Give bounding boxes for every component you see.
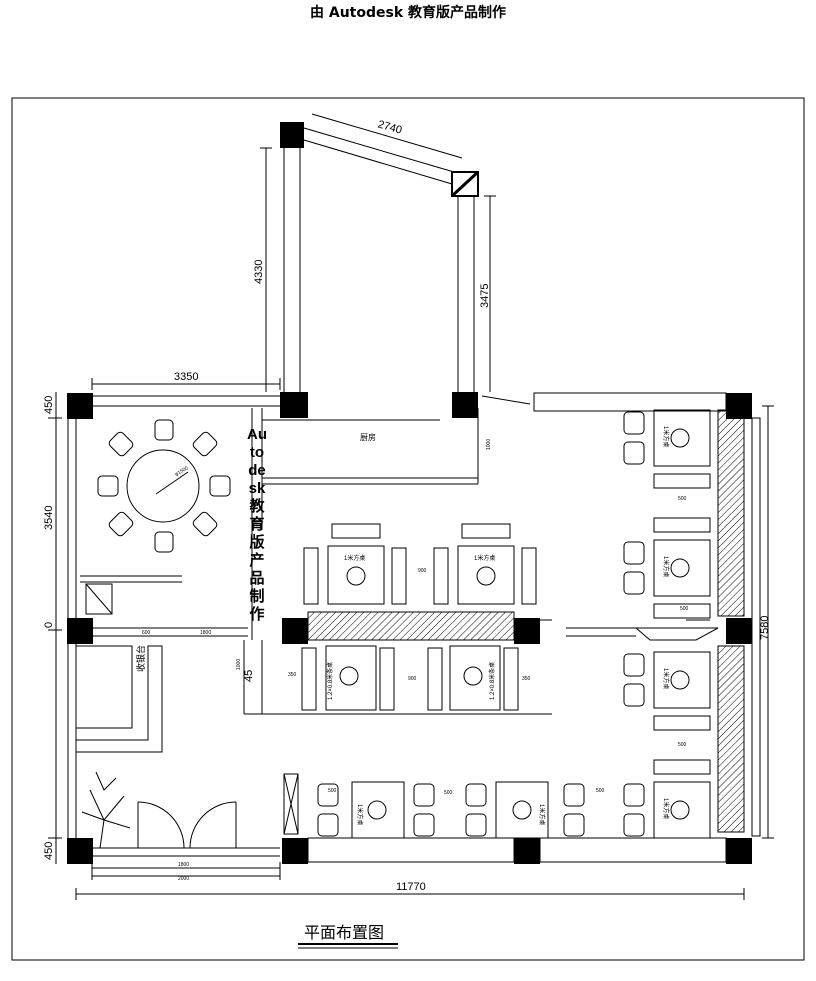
dim-aisle-2: 900: [408, 676, 417, 682]
table-label: 1米方桌: [662, 668, 670, 689]
cashier-counter: [76, 575, 182, 753]
watermark-vertical: Autodesk教育版产品制作: [247, 426, 267, 623]
round-dining-table: [97, 419, 231, 553]
dim-right-small-3: 500: [678, 496, 687, 502]
columns: [67, 122, 752, 864]
booth-label: 1.2×0.8米条桌: [326, 662, 334, 700]
dim-left-segment-bottom: 450: [43, 842, 55, 860]
room-label-kitchen: 厨房: [360, 432, 376, 442]
dim-side-small-1: 350: [288, 672, 297, 678]
dim-side-small-2: 350: [522, 676, 531, 682]
dim-left-stair: 1000: [236, 659, 242, 670]
dim-right-small-1: 500: [680, 606, 689, 612]
booth-label: 1.2×0.8米条桌: [488, 662, 496, 700]
glass-partition: [634, 619, 719, 641]
chairs: [301, 411, 711, 837]
dim-counter-b: 1800: [200, 630, 211, 636]
angled-column-diagonal: [450, 170, 480, 198]
table-label: 1米方桌: [356, 804, 364, 825]
entrance-doors: [137, 773, 299, 849]
dim-misc-45: 45: [243, 670, 255, 682]
room-label-cashier: 收银台: [135, 645, 146, 672]
walls: [67, 127, 761, 863]
dim-kitchen-left: 4330: [253, 260, 265, 284]
dim-left-segment-top: 450: [43, 396, 55, 414]
square-tables: [325, 409, 711, 839]
dim-kitchen-right: 3475: [479, 284, 491, 308]
table-label: 1米方桌: [662, 798, 670, 819]
drawing-frame: [11, 97, 805, 961]
table-label: 1米方桌: [662, 426, 670, 447]
dim-counter-a: 600: [142, 630, 151, 636]
drawing-title: 平面布置图: [304, 924, 384, 942]
dim-overall-height: 7580: [759, 616, 771, 640]
dim-aisle-3: 500: [444, 790, 453, 796]
dim-kitchen-gap: 1000: [486, 439, 492, 450]
watermark-header: 由 Autodesk 教育版产品制作: [309, 5, 507, 21]
table-label: 1米方桌: [538, 804, 546, 825]
dim-overall-width: 11770: [396, 881, 426, 893]
dim-bottom-gap: 500: [596, 788, 605, 794]
dim-left-segment-middle: 3540: [43, 506, 55, 530]
dim-door-outer: 2000: [178, 876, 189, 882]
dim-left-zero: 0: [43, 622, 55, 628]
decorative-plant: [81, 771, 131, 849]
table-label: 1米方桌: [344, 554, 365, 562]
dimension-lines: [48, 113, 774, 900]
dim-right-small-2: 500: [678, 742, 687, 748]
dim-aisle-1: 900: [418, 568, 427, 574]
dim-door-inner: 1800: [178, 862, 189, 868]
table-label: 1米方桌: [474, 554, 495, 562]
table-label: 1米方桌: [662, 556, 670, 577]
dim-bottom-gap-2: 500: [328, 788, 337, 794]
dim-left-top-width: 3350: [174, 371, 198, 383]
